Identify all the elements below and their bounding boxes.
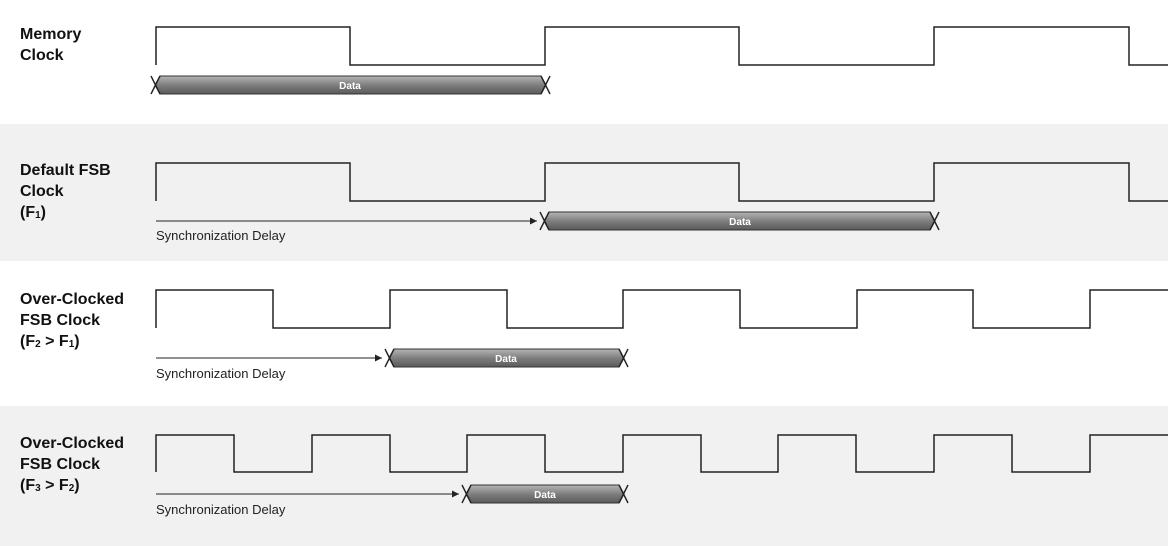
row-band-memory: [0, 0, 1168, 124]
memory-data-label: Data: [339, 81, 361, 92]
row-band-overclock-f3: [0, 406, 1168, 546]
overclock-f3-delay-label: Synchronization Delay: [156, 502, 286, 517]
default-fsb-clock-waveform: [155, 162, 1168, 202]
overclock-f2-data-bar: Data: [384, 348, 629, 368]
overclock-f3-data-label: Data: [534, 490, 556, 501]
default-fsb-delay-label: Synchronization Delay: [156, 228, 286, 243]
overclock-f3-data-bar: Data: [461, 484, 629, 504]
row-label-overclocked-f3: Over-Clocked FSB Clock (F3 > F2): [20, 435, 125, 494]
memory-data-bar: Data: [150, 75, 551, 95]
default-fsb-data-label: Data: [729, 217, 751, 228]
row-band-overclock-f2: [0, 261, 1168, 406]
row-label-default-fsb-clock: Default FSB Clock (F1): [20, 162, 111, 221]
overclock-f2-delay-label: Synchronization Delay: [156, 366, 286, 381]
default-fsb-data-bar: Data: [539, 211, 940, 231]
overclock-f3-waveform: [155, 434, 1168, 473]
overclock-f2-waveform: [155, 289, 1168, 329]
memory-clock-waveform: [155, 26, 1168, 66]
row-label-overclocked-f2: Over-Clocked FSB Clock (F2 > F1): [20, 291, 125, 350]
row-band-default-fsb: [0, 124, 1168, 261]
row-label-memory-clock: Memory Clock: [20, 26, 82, 64]
overclock-f2-data-label: Data: [495, 354, 517, 365]
